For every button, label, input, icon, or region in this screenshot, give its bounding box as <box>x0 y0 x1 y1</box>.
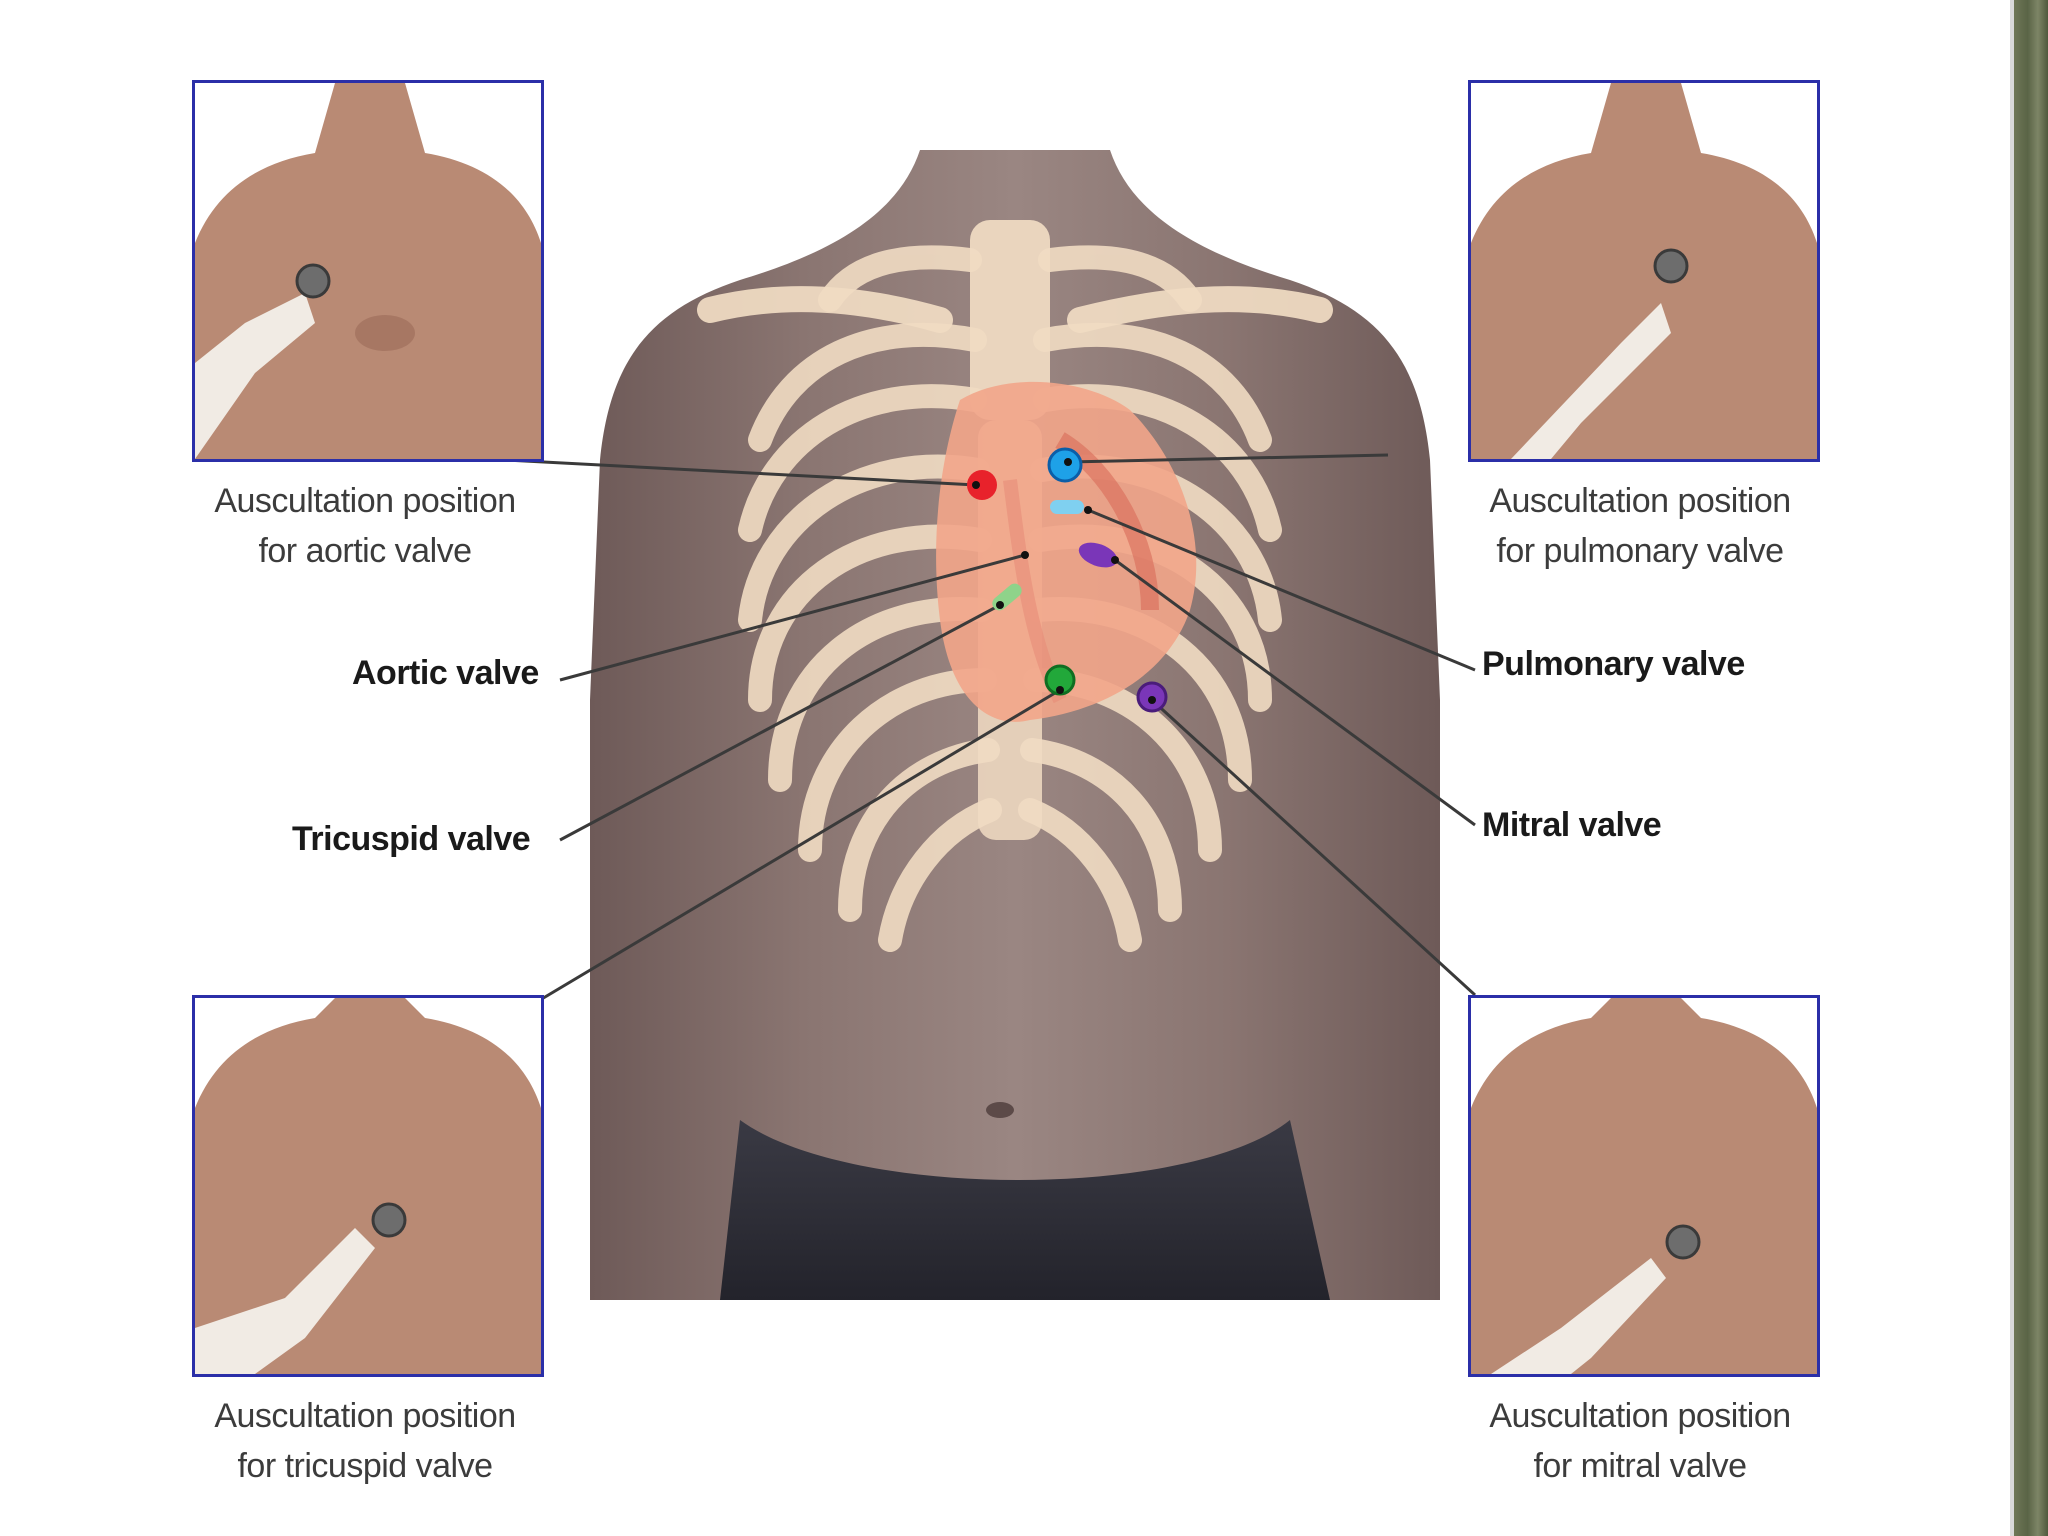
caption-aortic-position: Auscultation position for aortic valve <box>175 476 555 576</box>
photo-pulmonary-position <box>1468 80 1820 462</box>
torso-illustration <box>590 140 1440 1300</box>
stethoscope-icon <box>297 265 329 297</box>
caption-mitral-position: Auscultation position for mitral valve <box>1450 1391 1830 1491</box>
slide-frame-edge <box>2014 0 2048 1536</box>
stethoscope-icon <box>373 1204 405 1236</box>
caption-tricuspid-position: Auscultation position for tricuspid valv… <box>175 1391 555 1491</box>
caption-pulmonary-position: Auscultation position for pulmonary valv… <box>1450 476 1830 576</box>
stethoscope-icon <box>1667 1226 1699 1258</box>
photo-mitral-position <box>1468 995 1820 1377</box>
photo-tricuspid-position <box>192 995 544 1377</box>
label-tricuspid-valve: Tricuspid valve <box>292 820 530 859</box>
photo-aortic-position <box>192 80 544 462</box>
label-aortic-valve: Aortic valve <box>352 654 539 693</box>
torso-svg <box>590 140 1440 1300</box>
label-pulmonary-valve: Pulmonary valve <box>1482 645 1745 684</box>
stethoscope-icon <box>1655 250 1687 282</box>
label-mitral-valve: Mitral valve <box>1482 806 1661 845</box>
